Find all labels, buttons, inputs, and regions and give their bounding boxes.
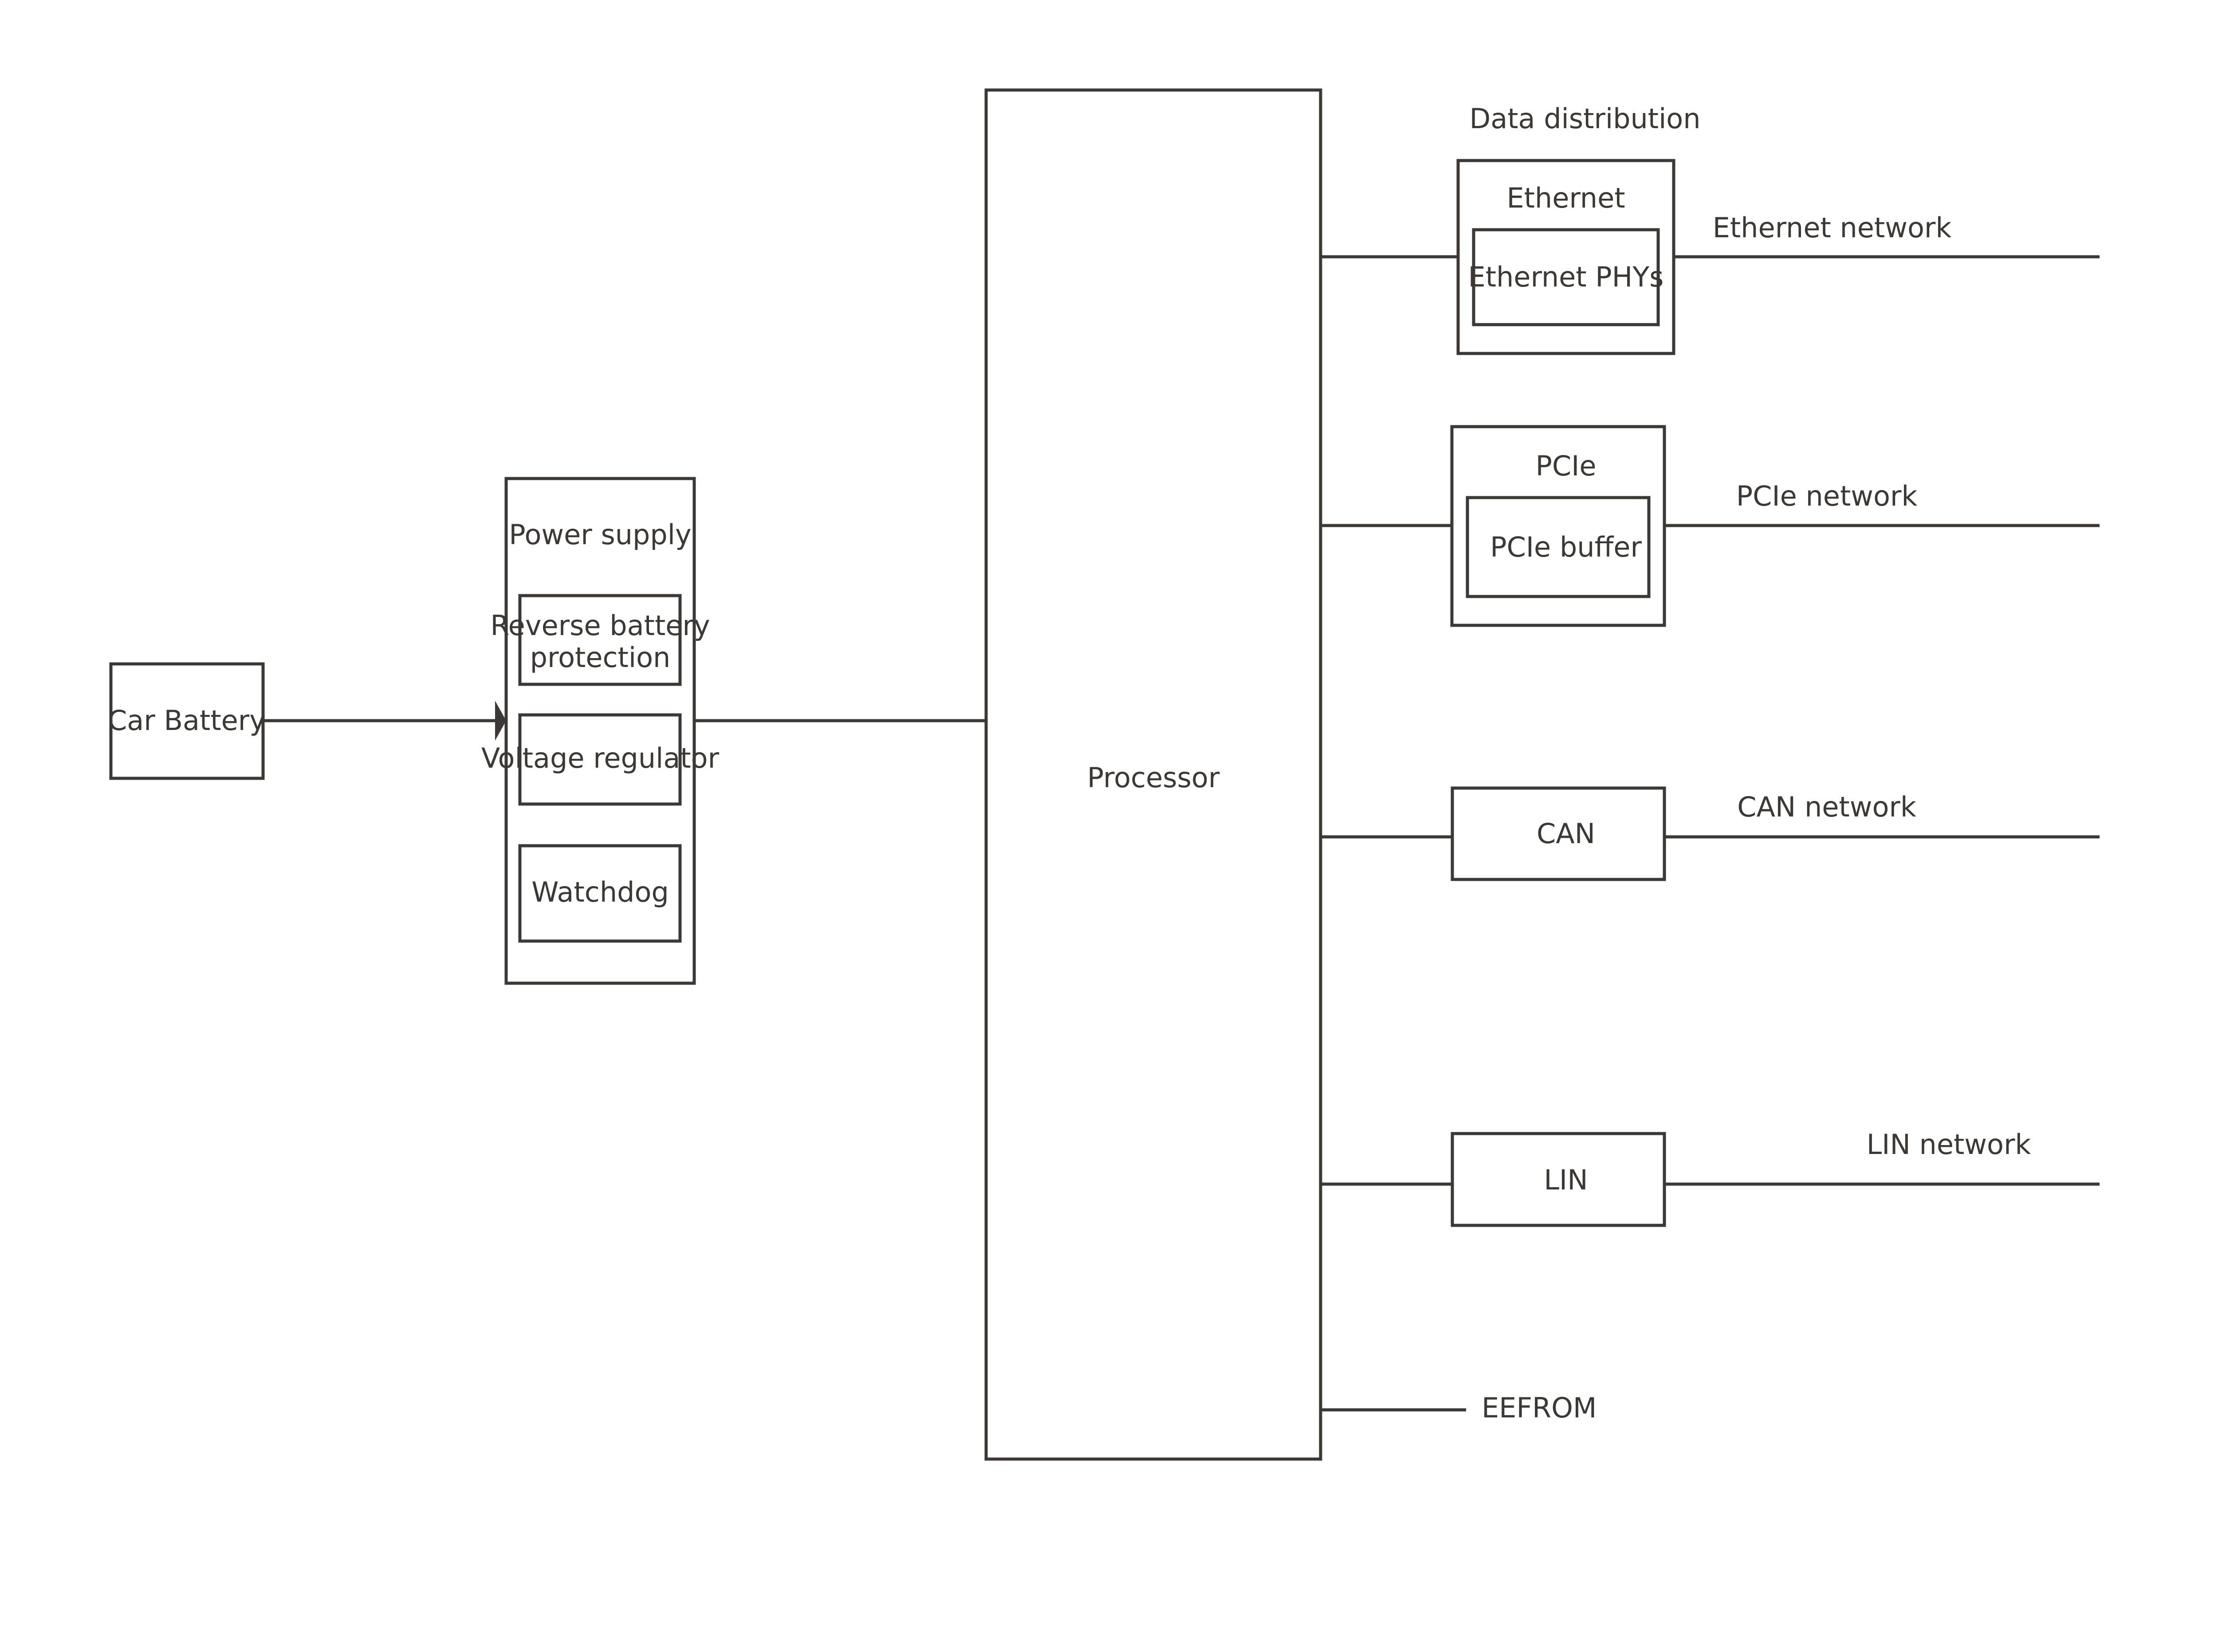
lin-label: LIN [1544, 1164, 1588, 1196]
can-group[interactable]: CAN [1451, 786, 1666, 881]
ethernet-network-label: Ethernet network [1713, 212, 1952, 244]
reverse-battery-protection-label-line2: protection [530, 641, 671, 674]
lin-group[interactable]: LIN [1451, 1132, 1666, 1227]
power-supply-label: Power supply [509, 518, 691, 551]
power-supply-group[interactable]: Power supply Reverse battery protection … [481, 477, 720, 985]
pcie-group[interactable]: PCIe PCIe buffer [1450, 425, 1666, 627]
car-battery-box[interactable] [109, 662, 265, 780]
ethernet-phys-label: Ethernet PHYs [1468, 261, 1664, 293]
reverse-battery-protection-box[interactable] [518, 594, 682, 686]
pcie-buffer-label: PCIe buffer [1490, 531, 1642, 563]
ethernet-label: Ethernet [1506, 182, 1625, 214]
processor-box[interactable] [984, 88, 1322, 1461]
ethernet-group[interactable]: Ethernet Ethernet PHYs [1456, 159, 1675, 355]
pcie-network-label: PCIe network [1736, 480, 1918, 512]
voltage-regulator-label: Voltage regulator [481, 742, 720, 774]
pcie-buffer-box[interactable] [1466, 496, 1651, 598]
lin-box[interactable] [1451, 1132, 1666, 1227]
pcie-label: PCIe [1535, 450, 1596, 482]
data-distribution-title: Data distribution [1469, 102, 1700, 135]
processor-label: Processor [1087, 761, 1220, 794]
car-battery-node[interactable]: Car Battery [108, 662, 266, 780]
car-battery-label: Car Battery [108, 704, 266, 737]
can-box[interactable] [1451, 786, 1666, 881]
processor-node[interactable]: Processor [984, 88, 1322, 1461]
can-label: CAN [1537, 817, 1595, 850]
watchdog-label: Watchdog [531, 876, 669, 908]
ethernet-phys-box[interactable] [1472, 228, 1660, 326]
lin-network-label: LIN network [1867, 1128, 2031, 1161]
can-network-label: CAN network [1737, 791, 1916, 823]
reverse-battery-protection-label-line1: Reverse battery [490, 609, 710, 642]
voltage-regulator-box[interactable] [518, 713, 682, 806]
battery-to-power-arrow [263, 701, 506, 741]
watchdog-box[interactable] [518, 844, 682, 943]
eefrom-label: EEFROM [1482, 1392, 1597, 1424]
arrow-head-icon [495, 701, 506, 741]
